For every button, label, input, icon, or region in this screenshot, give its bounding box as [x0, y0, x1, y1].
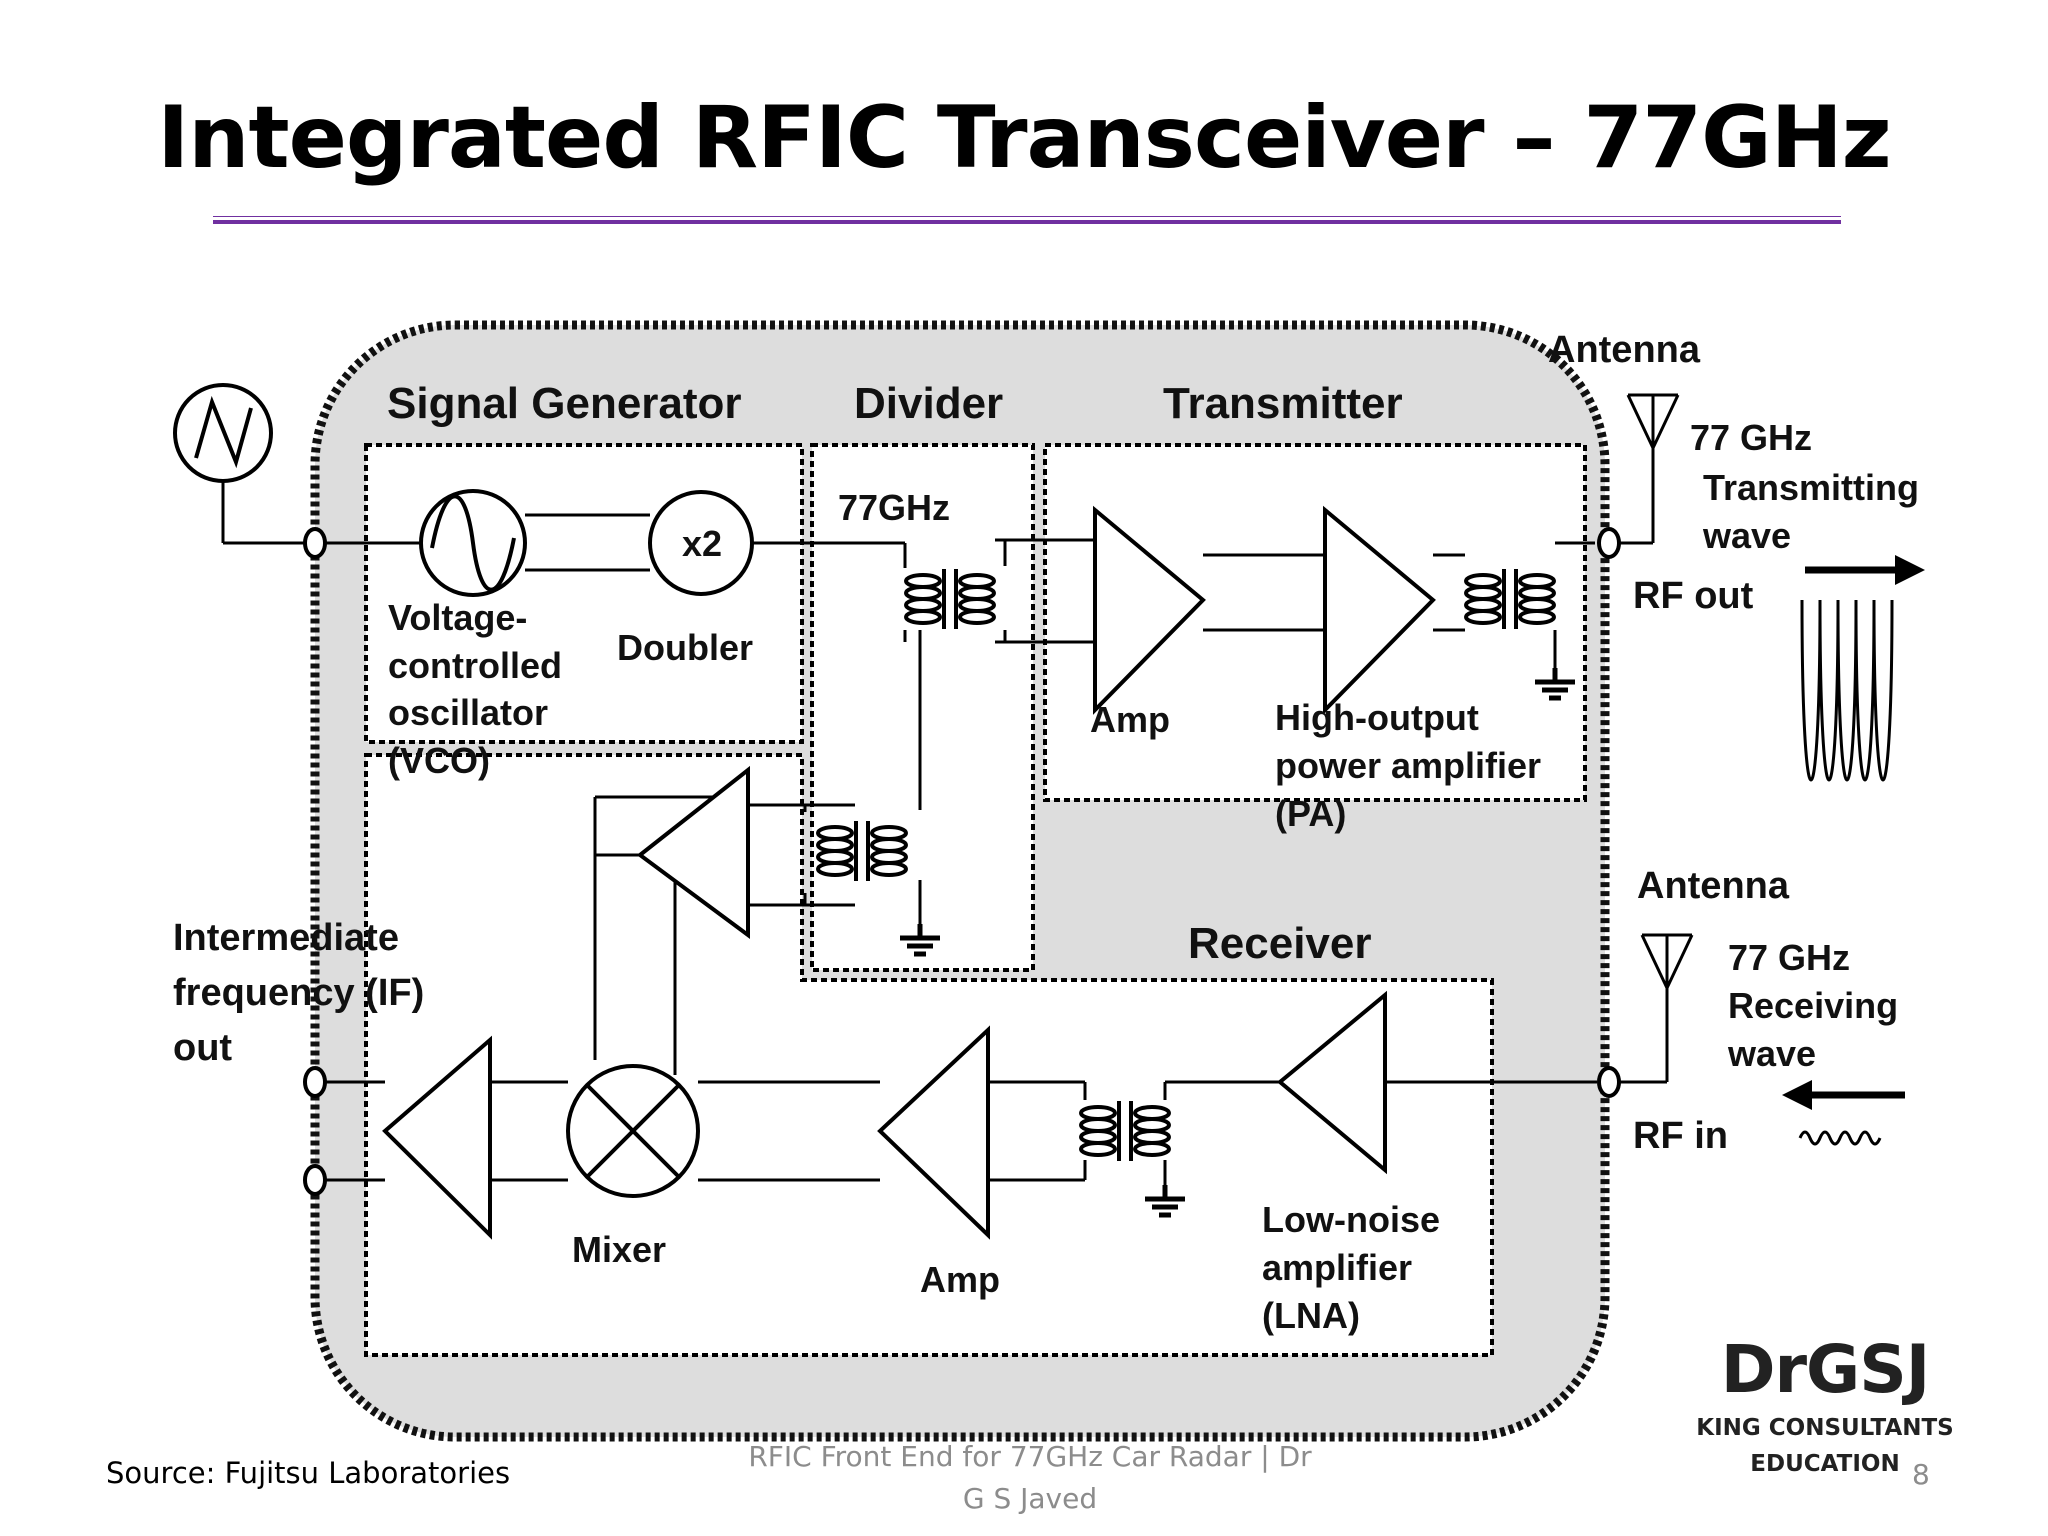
lna-label-line-2: amplifier — [1262, 1247, 1412, 1288]
rx-amp-icon — [877, 1025, 990, 1240]
mixer-icon — [566, 1064, 700, 1198]
tx-wave-line-2: wave — [1702, 515, 1791, 556]
rx-frequency: 77 GHz — [1728, 937, 1850, 978]
vco-label-line-2: controlled — [388, 645, 562, 686]
if-out-terminal-2 — [303, 1164, 327, 1196]
logo-line-1: KING CONSULTANTS — [1696, 1415, 1954, 1441]
tx-arrow-icon — [1805, 555, 1925, 585]
pa-label-line-2: power amplifier — [1275, 745, 1541, 786]
page-number: 8 — [1912, 1458, 1930, 1491]
pa-label-line-3: (PA) — [1275, 793, 1346, 834]
pa-label-line-1: High-output — [1275, 697, 1479, 738]
divider-frequency: 77GHz — [838, 487, 950, 528]
external-oscillator-icon — [173, 383, 273, 483]
rf-in-terminal — [1597, 1066, 1621, 1098]
signal-wiring — [221, 420, 1669, 1185]
vco-label-line-1: Voltage- — [388, 597, 527, 638]
input-terminal — [303, 527, 327, 559]
lna-label-line-1: Low-noise — [1262, 1199, 1440, 1240]
footer-line-2: G S Javed — [962, 1482, 1098, 1515]
rx-wave-line-1: Receiving — [1728, 985, 1898, 1026]
logo-main-text: DrGSJ — [1720, 1331, 1931, 1408]
tx-frequency: 77 GHz — [1690, 417, 1812, 458]
logo-line-2: EDUCATION — [1750, 1451, 1900, 1477]
tx-wave-icon — [1800, 599, 1894, 782]
if-out-label-line-3: out — [173, 1027, 232, 1069]
drgsj-logo: DrGSJ KING CONSULTANTS EDUCATION — [1680, 1330, 1970, 1482]
lna-icon — [1276, 990, 1387, 1175]
transmitter-title: Transmitter — [1163, 379, 1403, 428]
lna-label-line-3: (LNA) — [1262, 1295, 1360, 1336]
slide-footer: RFIC Front End for 77GHz Car Radar | Dr … — [720, 1436, 1340, 1520]
footer-line-1: RFIC Front End for 77GHz Car Radar | Dr — [748, 1440, 1312, 1473]
receiver-box — [364, 753, 1494, 1357]
tx-amp-label: Amp — [1090, 699, 1170, 740]
vco-icon — [419, 489, 527, 597]
rx-wave-line-2: wave — [1727, 1033, 1816, 1074]
rx-antenna-icon — [1640, 933, 1694, 989]
doubler-label: Doubler — [617, 627, 753, 668]
if-out-label-line-1: Intermediate — [173, 917, 399, 959]
signal-generator-box — [364, 443, 804, 744]
if-amp-icon — [382, 1035, 492, 1240]
rx-amp-label: Amp — [920, 1259, 1000, 1300]
source-note: Source: Fujitsu Laboratories — [106, 1456, 511, 1490]
pa-icon — [1323, 505, 1436, 715]
if-out-terminal-1 — [303, 1066, 327, 1098]
vco-label-line-4: (VCO) — [388, 740, 490, 781]
title-underline-thin — [213, 216, 1841, 217]
rx-antenna-title: Antenna — [1637, 865, 1790, 907]
receiver-title: Receiver — [1188, 919, 1371, 968]
tx-antenna-icon — [1626, 393, 1680, 449]
mixer-label: Mixer — [572, 1229, 666, 1270]
rx-arrow-icon — [1782, 1080, 1905, 1110]
rf-out-terminal — [1597, 527, 1621, 559]
divider-title: Divider — [854, 379, 1003, 428]
signal-generator-title: Signal Generator — [387, 379, 742, 428]
rf-out-label: RF out — [1633, 575, 1754, 617]
doubler-symbol: x2 — [682, 523, 722, 564]
tx-antenna-title: Antenna — [1548, 329, 1701, 371]
if-out-label-line-2: frequency (IF) — [173, 972, 424, 1014]
lo-buffer-amp-icon — [636, 765, 750, 939]
rx-wave-icon — [1798, 1130, 1882, 1146]
vco-label-line-3: oscillator — [388, 692, 548, 733]
doubler-icon — [648, 490, 754, 596]
tx-amp-icon — [1093, 505, 1206, 715]
slide-title: Integrated RFIC Transceiver – 77GHz — [157, 88, 1891, 188]
divider-box — [810, 443, 1035, 972]
title-underline — [213, 220, 1841, 224]
terminals — [303, 527, 1621, 1196]
rf-in-label: RF in — [1633, 1115, 1728, 1157]
tx-wave-line-1: Transmitting — [1703, 467, 1919, 508]
